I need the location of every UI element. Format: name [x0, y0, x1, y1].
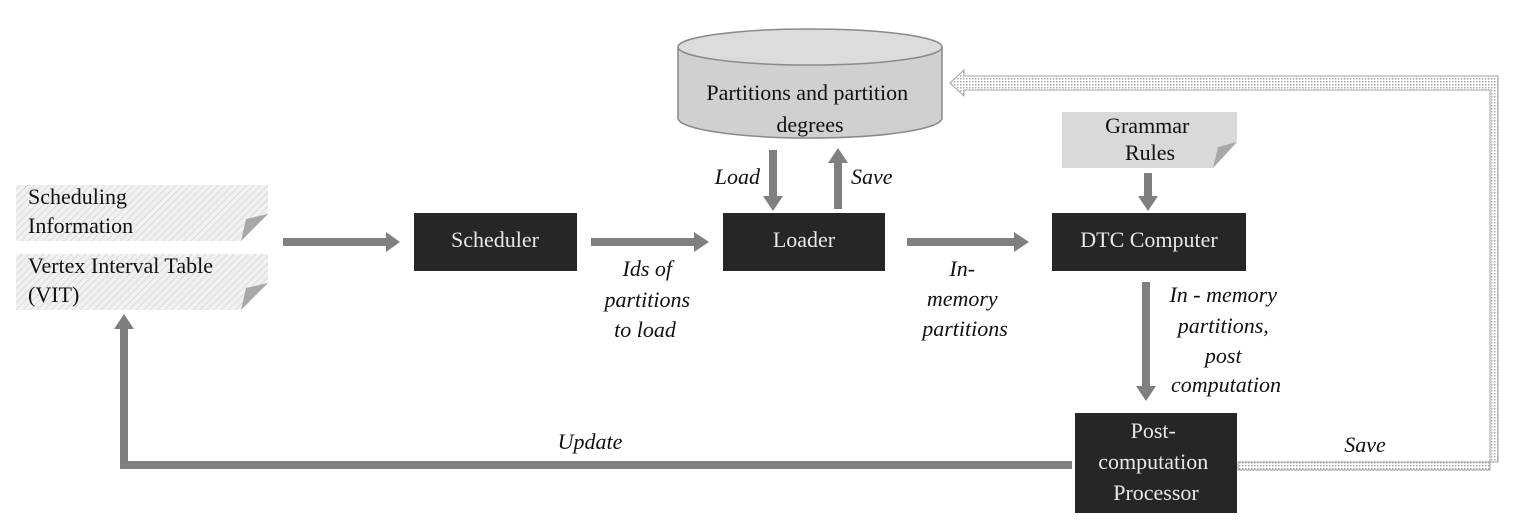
post-processor-line-3: Processor: [1113, 480, 1199, 505]
update-label: Update: [558, 429, 623, 454]
svg-text:Post- computation: Post- computation Processor: [1098, 418, 1213, 505]
in-memory-label-line-3: partitions: [920, 316, 1008, 341]
arrow-save-loop: [949, 68, 1499, 471]
svg-text:Grammar Rules: Grammar Rules: [1105, 113, 1195, 165]
dtc-computer-label: DTC Computer: [1080, 227, 1218, 252]
vit-line-1: Vertex Interval Table: [28, 253, 213, 278]
in-memory-label-line-1: In-: [948, 256, 975, 281]
ids-label-line-2: partitions: [602, 287, 690, 312]
dtc-computer-box: DTC Computer: [1052, 213, 1246, 271]
ids-label-line-3: to load: [614, 317, 677, 342]
loader-box: Loader: [723, 213, 885, 271]
in-memory-post-line-1: In - memory: [1168, 282, 1277, 307]
in-memory-post-line-4: computation: [1171, 372, 1281, 397]
post-computation-processor-box: Post- computation Processor: [1075, 413, 1237, 513]
grammar-rules-note: Grammar Rules: [1062, 112, 1237, 168]
scheduling-information-note: Scheduling Information: [16, 184, 268, 241]
vit-line-2: (VIT): [28, 282, 79, 307]
svg-text:In- memory partitions: In- memory partitions: [920, 256, 1008, 341]
arrow-notes-to-scheduler: [283, 232, 400, 252]
save-post-label: Save: [1344, 432, 1386, 457]
save-loader-label: Save: [851, 164, 893, 189]
ids-label-line-1: Ids of: [622, 256, 675, 281]
database-label-line-2: degrees: [776, 112, 843, 137]
load-label: Load: [714, 164, 761, 189]
arrow-dtc-to-post: [1136, 282, 1156, 401]
loader-label: Loader: [773, 227, 836, 252]
in-memory-label-line-2: memory: [927, 286, 998, 311]
arrow-load: [763, 150, 783, 211]
arrow-loader-to-dtc: [907, 232, 1029, 252]
svg-text:Ids of partitions to l: Ids of partitions to load: [602, 256, 695, 342]
grammar-rules-line-2: Rules: [1125, 140, 1175, 165]
svg-text:In - memory partitions,: In - memory partitions, post computation: [1168, 282, 1282, 397]
scheduling-info-line-1: Scheduling: [28, 184, 127, 209]
arrow-scheduler-to-loader: [591, 232, 709, 252]
vertex-interval-table-note: Vertex Interval Table (VIT): [16, 253, 268, 310]
database-label-line-1: Partitions and partition: [706, 80, 908, 105]
svg-text:Partitions and partition: Partitions and partition degrees: [706, 80, 913, 137]
grammar-rules-line-1: Grammar: [1105, 113, 1190, 138]
arrows: [114, 148, 1158, 469]
post-processor-line-1: Post-: [1131, 418, 1176, 443]
scheduler-box: Scheduler: [414, 213, 577, 271]
arrow-grammar-to-dtc: [1138, 173, 1158, 211]
in-memory-post-line-3: post: [1203, 343, 1243, 368]
scheduler-label: Scheduler: [451, 227, 540, 252]
svg-text:Scheduling Information: Scheduling Information: [28, 184, 133, 238]
partitions-database: Partitions and partition degrees: [677, 28, 943, 139]
scheduling-info-line-2: Information: [28, 213, 133, 238]
arrow-save-to-db: [828, 148, 848, 209]
svg-text:Vertex Interval Table (V: Vertex Interval Table (VIT): [28, 253, 218, 307]
post-processor-line-2: computation: [1098, 449, 1208, 474]
in-memory-post-line-2: partitions,: [1176, 313, 1269, 338]
